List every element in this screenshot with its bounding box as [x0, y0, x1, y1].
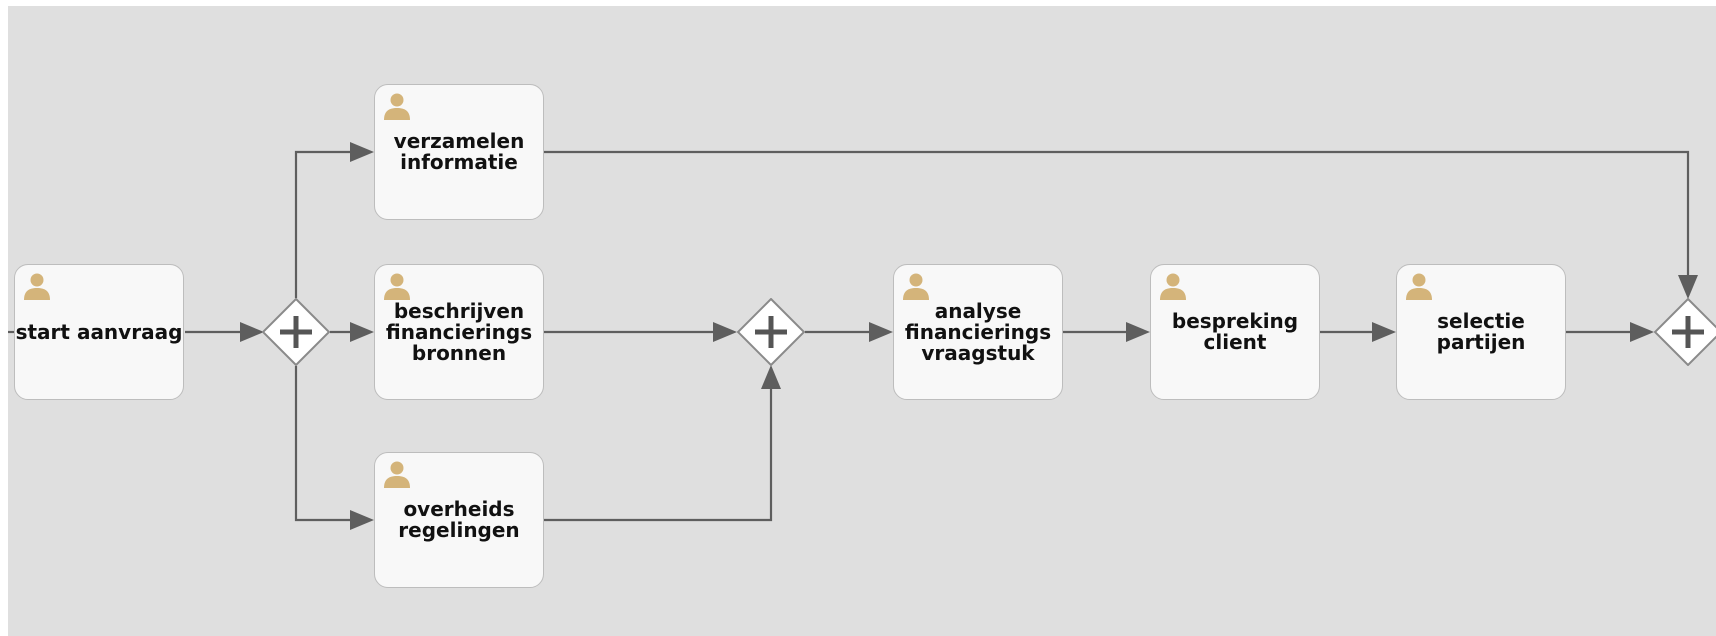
sequence-flow-split-overheids[interactable]	[294, 366, 358, 522]
arrow-head	[350, 142, 374, 162]
task-verzamelen-informatie[interactable]: verzamelen informatie	[374, 84, 544, 220]
arrow-head	[1678, 275, 1698, 299]
arrow-head	[240, 322, 264, 342]
user-icon	[384, 461, 410, 488]
arrow-head	[1372, 322, 1396, 342]
user-icon	[1160, 273, 1186, 300]
sequence-flow-overheids-join[interactable]	[544, 378, 773, 522]
user-icon	[384, 93, 410, 120]
task-label: overheids regelingen	[398, 497, 520, 542]
user-icon	[1406, 273, 1432, 300]
parallel-gateway-split[interactable]	[262, 298, 330, 366]
parallel-gateway-final-join[interactable]	[1654, 298, 1716, 366]
arrow-head	[350, 322, 374, 342]
user-icon	[384, 273, 410, 300]
task-selectie-partijen[interactable]: selectie partijen	[1396, 264, 1566, 400]
sequence-flows	[8, 142, 1698, 530]
plus-icon	[280, 316, 312, 348]
task-label: beschrijven financierings bronnen	[385, 298, 533, 365]
task-label: selectie partijen	[1436, 309, 1526, 354]
user-icon	[903, 273, 929, 300]
arrow-head	[713, 322, 737, 342]
process-diagram-canvas: start aanvraag verzamelen informatie bes…	[8, 6, 1716, 636]
arrow-head	[350, 510, 374, 530]
arrow-head	[1630, 322, 1654, 342]
sequence-flow-split-verzamelen[interactable]	[294, 150, 358, 298]
task-label: bespreking client	[1171, 309, 1299, 354]
task-overheids-regelingen[interactable]: overheids regelingen	[374, 452, 544, 588]
task-label: analyse financierings vraagstuk	[904, 298, 1052, 365]
task-label: start aanvraag	[15, 319, 183, 344]
sequence-flow-verzamelen-join[interactable]	[544, 150, 1690, 286]
task-start-aanvraag[interactable]: start aanvraag	[14, 264, 184, 400]
task-analyse-financieringsvraagstuk[interactable]: analyse financierings vraagstuk	[893, 264, 1063, 400]
user-icon	[24, 273, 50, 300]
plus-icon	[755, 316, 787, 348]
task-label: verzamelen informatie	[393, 129, 525, 174]
task-bespreking-client[interactable]: bespreking client	[1150, 264, 1320, 400]
task-beschrijven-financieringsbronnen[interactable]: beschrijven financierings bronnen	[374, 264, 544, 400]
arrow-head	[1126, 322, 1150, 342]
parallel-gateway-join[interactable]	[737, 298, 805, 366]
plus-icon	[1672, 316, 1704, 348]
arrow-head	[761, 365, 781, 389]
arrow-head	[869, 322, 893, 342]
